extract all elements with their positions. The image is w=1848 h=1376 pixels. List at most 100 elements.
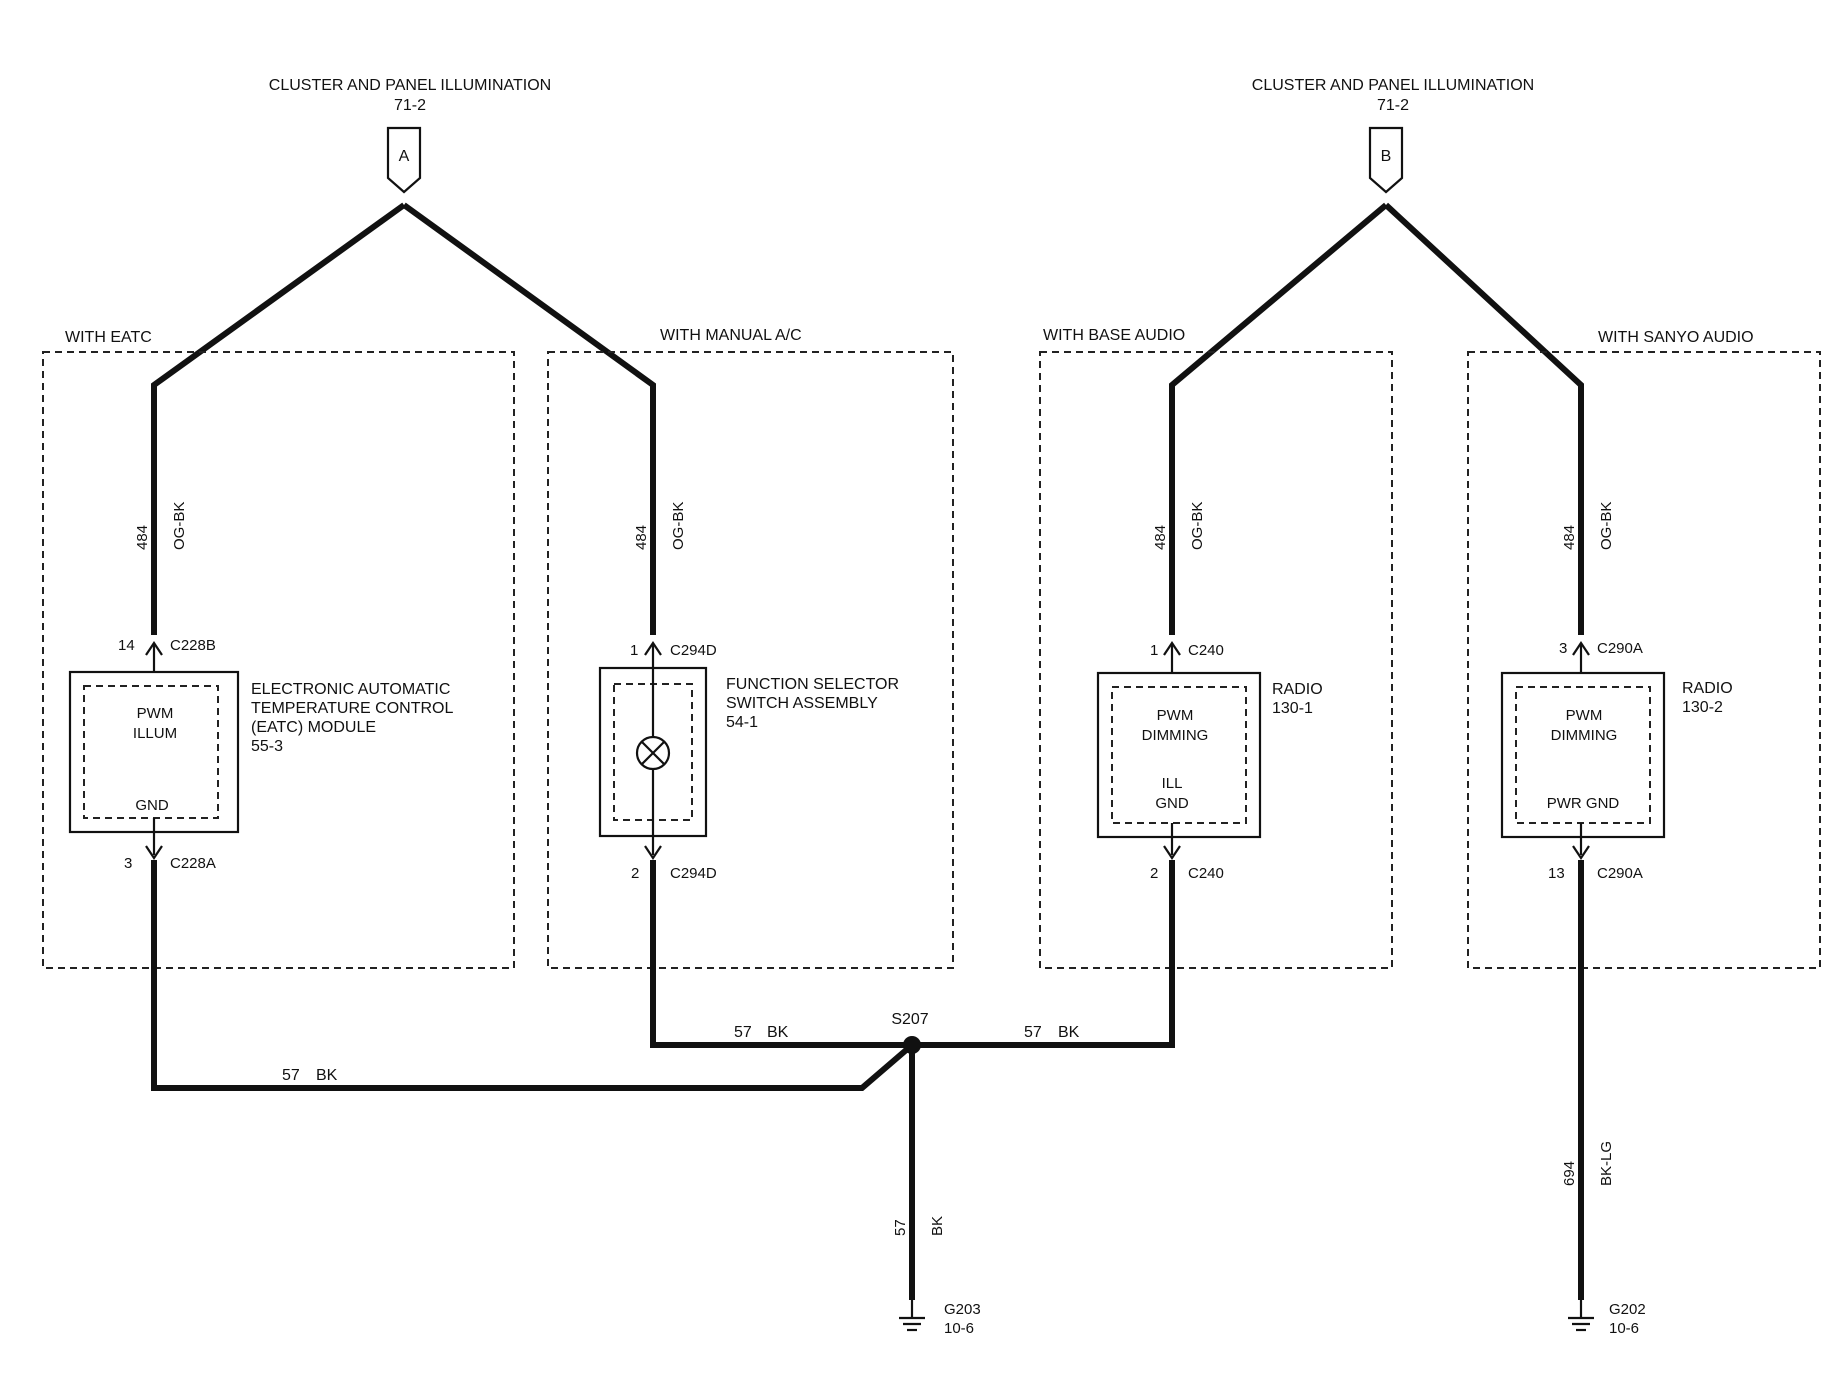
group-label-sanyo-audio: WITH SANYO AUDIO (1598, 329, 1754, 346)
radio2-name: RADIO (1682, 680, 1733, 697)
radio1-page: 130-1 (1272, 700, 1313, 717)
eatc-box (68, 670, 240, 834)
wire-label-57-ground: 57 BK (892, 1216, 946, 1236)
eatc-inner-box (83, 685, 219, 819)
radio1-box (1096, 671, 1262, 839)
svg-text:BK: BK (316, 1067, 338, 1084)
pin-2-c294d: 2 (631, 865, 639, 882)
radio2-inner-line2: DIMMING (1551, 727, 1618, 744)
source-a-connector (386, 126, 422, 194)
svg-text:OG-BK: OG-BK (1598, 502, 1615, 550)
svg-text:484: 484 (633, 525, 650, 550)
eatc-gnd-label: GND (135, 797, 169, 814)
radio2-box (1500, 671, 1666, 839)
radio1-gnd-line2: GND (1155, 795, 1189, 812)
ground-g203-page: 10-6 (944, 1320, 974, 1337)
group-label-manual-ac: WITH MANUAL A/C (660, 327, 802, 344)
wire-label-694: 694 BK-LG (1561, 1141, 1615, 1186)
source-b-letter: B (1381, 148, 1392, 165)
radio2-gnd-label: PWR GND (1547, 795, 1620, 812)
source-a-page: 71-2 (394, 97, 426, 114)
radio1-inner-line1: PWM (1157, 707, 1194, 724)
component-eatc-module: 14 C228B PWM ILLUM GND ELECTRONIC AUTOMA… (68, 637, 453, 872)
eatc-name-line1: ELECTRONIC AUTOMATIC (251, 681, 450, 698)
connector-c228a: C228A (170, 855, 216, 872)
pin-13-c290a: 13 (1548, 865, 1565, 882)
radio2-page: 130-2 (1682, 699, 1723, 716)
connector-c294d-bottom: C294D (670, 865, 717, 882)
wire-label-484-base-audio: 484 OG-BK (1152, 502, 1206, 550)
wire-label-57-base-audio: 57 BK (1024, 1024, 1080, 1041)
svg-text:BK: BK (929, 1216, 946, 1236)
svg-text:57: 57 (1024, 1024, 1042, 1041)
source-b-connector (1368, 126, 1404, 194)
pin-3-c290a: 3 (1559, 640, 1567, 657)
connector-c294d-top: C294D (670, 642, 717, 659)
wire-label-57-manual-ac: 57 BK (734, 1024, 789, 1041)
svg-text:BK: BK (1058, 1024, 1080, 1041)
connector-c240-top: C240 (1188, 642, 1224, 659)
source-b: CLUSTER AND PANEL ILLUMINATION 71-2 B (1169, 77, 1584, 635)
svg-text:57: 57 (734, 1024, 752, 1041)
svg-text:57: 57 (892, 1219, 909, 1236)
eatc-name-line2: TEMPERATURE CONTROL (251, 700, 453, 717)
ground-g202-id: G202 (1609, 1301, 1646, 1318)
wire-57-eatc (151, 860, 914, 1091)
group-label-eatc: WITH EATC (65, 329, 152, 346)
radio2-inner-box (1515, 686, 1651, 824)
eatc-name-line3: (EATC) MODULE (251, 719, 376, 736)
switch-page: 54-1 (726, 714, 758, 731)
ground-g203: G203 10-6 (899, 1300, 981, 1337)
pin-14: 14 (118, 637, 135, 654)
source-b-page: 71-2 (1377, 97, 1409, 114)
svg-text:OG-BK: OG-BK (1189, 502, 1206, 550)
pin-1-c240: 1 (1150, 642, 1158, 659)
wire-484-eatc (151, 202, 406, 635)
source-a-letter: A (399, 148, 410, 165)
svg-text:694: 694 (1561, 1161, 1578, 1186)
wire-label-57-eatc: 57 BK (282, 1067, 338, 1084)
connector-c290a-bottom: C290A (1597, 865, 1643, 882)
wire-484-sanyo-audio (1383, 202, 1584, 635)
connector-c240-bottom: C240 (1188, 865, 1224, 882)
svg-text:OG-BK: OG-BK (171, 502, 188, 550)
radio1-name: RADIO (1272, 681, 1323, 698)
wire-label-484-eatc: 484 OG-BK (134, 502, 188, 550)
connector-c240-bottom-symbol (1163, 845, 1181, 860)
eatc-inner-line2: ILLUM (133, 725, 177, 742)
connector-c290a-bottom-symbol (1572, 845, 1590, 860)
svg-text:57: 57 (282, 1067, 300, 1084)
group-box-manual-ac (547, 351, 954, 969)
switch-name-line1: FUNCTION SELECTOR (726, 676, 899, 693)
wire-label-484-sanyo-audio: 484 OG-BK (1561, 502, 1615, 550)
svg-text:484: 484 (1561, 525, 1578, 550)
pin-2-c240: 2 (1150, 865, 1158, 882)
group-box-base-audio (1039, 351, 1393, 969)
eatc-page: 55-3 (251, 738, 283, 755)
svg-text:BK: BK (767, 1024, 789, 1041)
wire-484-manual-ac (402, 202, 656, 635)
wire-label-484-manual-ac: 484 OG-BK (633, 502, 687, 550)
eatc-inner-line1: PWM (137, 705, 174, 722)
svg-text:484: 484 (134, 525, 151, 550)
switch-name-line2: SWITCH ASSEMBLY (726, 695, 878, 712)
ground-g203-id: G203 (944, 1301, 981, 1318)
wire-484-base-audio (1169, 202, 1388, 635)
connector-c228a-symbol (145, 845, 163, 860)
component-radio-base: 1 C240 PWM DIMMING ILL GND RADIO 130-1 2… (1096, 641, 1323, 882)
radio1-gnd-line1: ILL (1162, 775, 1183, 792)
pin-3: 3 (124, 855, 132, 872)
svg-text:484: 484 (1152, 525, 1169, 550)
source-a: CLUSTER AND PANEL ILLUMINATION 71-2 A (151, 77, 656, 635)
radio1-inner-line2: DIMMING (1142, 727, 1209, 744)
source-a-title: CLUSTER AND PANEL ILLUMINATION (269, 77, 551, 94)
component-radio-sanyo: 3 C290A PWM DIMMING PWR GND RADIO 130-2 … (1500, 640, 1733, 882)
splice-label: S207 (891, 1011, 928, 1028)
source-b-title: CLUSTER AND PANEL ILLUMINATION (1252, 77, 1534, 94)
pin-1-c294d: 1 (630, 642, 638, 659)
group-label-base-audio: WITH BASE AUDIO (1043, 327, 1185, 344)
radio2-inner-line1: PWM (1566, 707, 1603, 724)
svg-text:OG-BK: OG-BK (670, 502, 687, 550)
group-box-eatc (42, 351, 515, 969)
